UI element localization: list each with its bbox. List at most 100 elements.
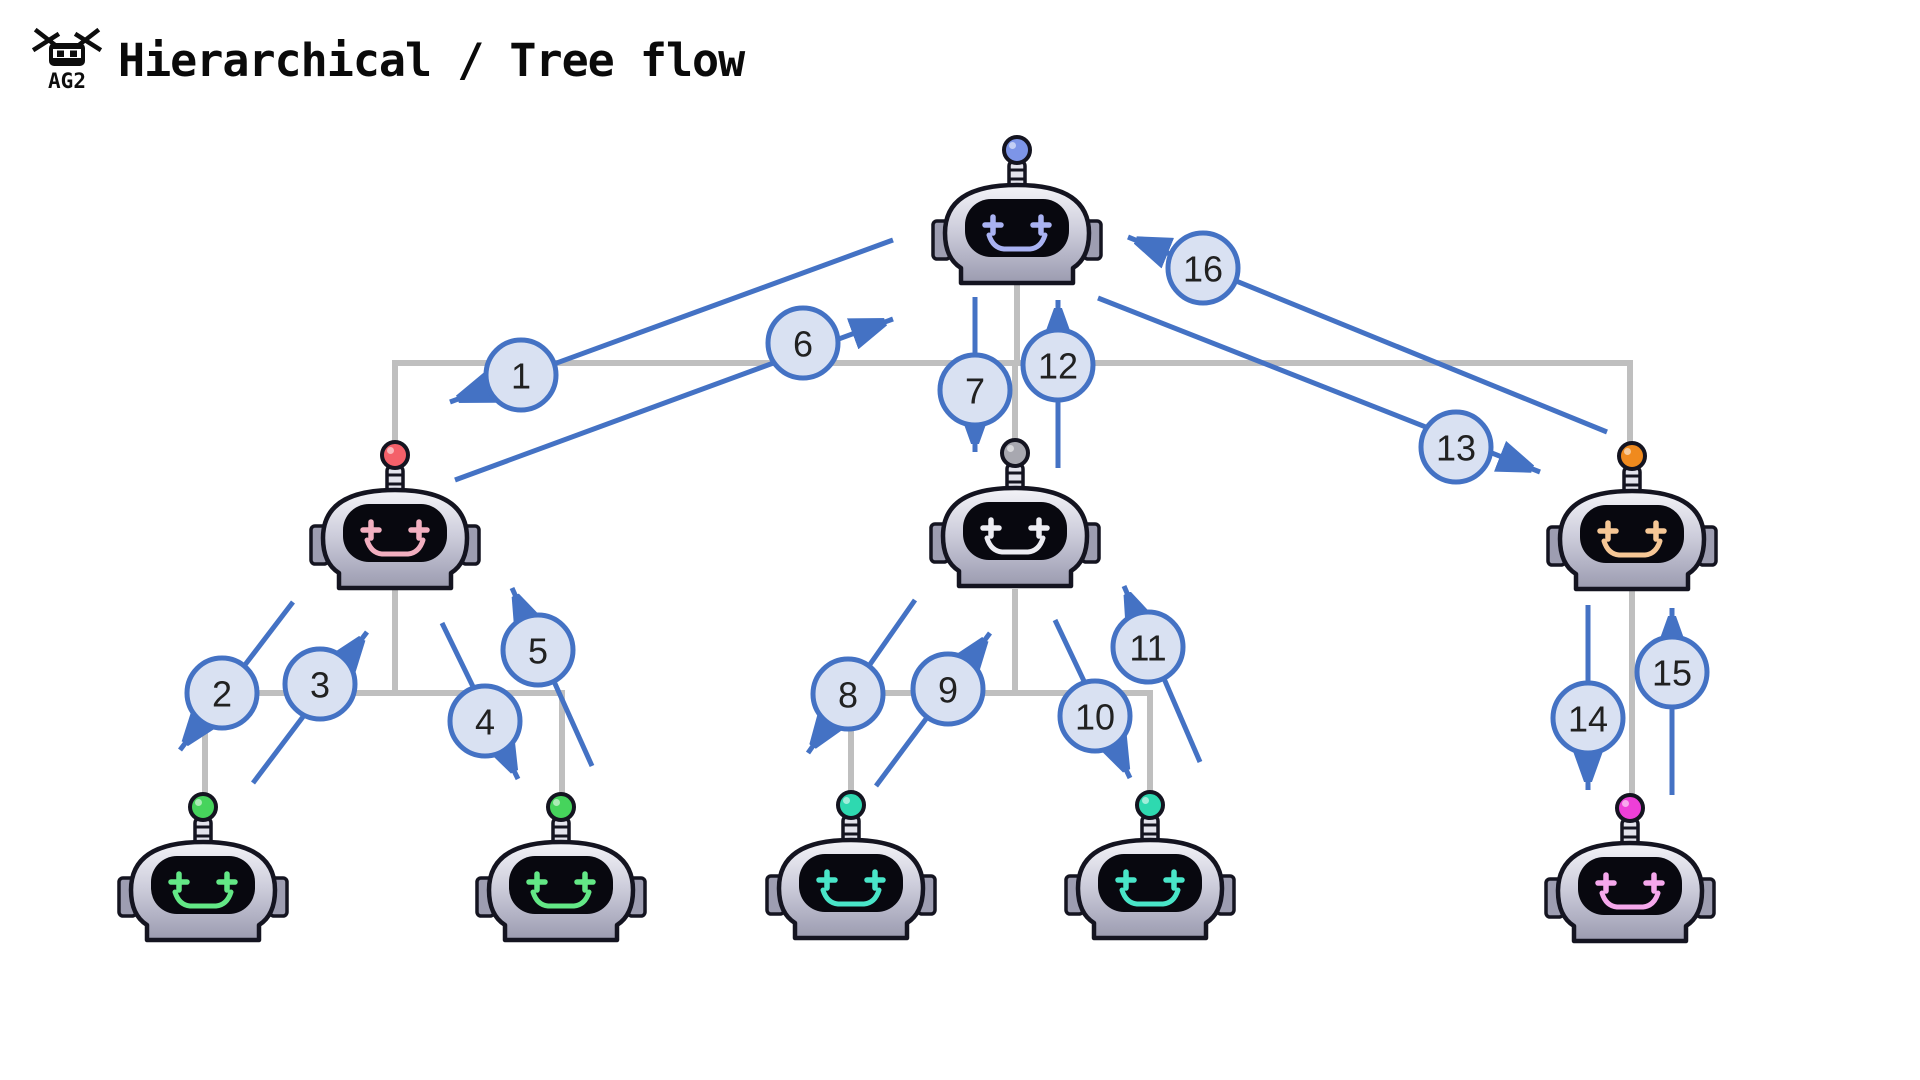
header: AG2 Hierarchical / Tree flow — [30, 26, 745, 94]
badge-circle — [810, 656, 886, 732]
badge-number: 1 — [511, 356, 531, 397]
badge-number: 11 — [1129, 628, 1166, 669]
smile — [530, 889, 592, 909]
antenna-ball — [188, 792, 218, 822]
flow-step-badge-15: 15 — [1634, 634, 1710, 710]
badge-number: 7 — [965, 371, 985, 412]
flow-step-badge-2: 2 — [184, 655, 260, 731]
flow-step-badge-5: 5 — [500, 612, 576, 688]
robot-manager-center — [929, 438, 1101, 589]
badge-number: 13 — [1436, 428, 1476, 469]
logo-eye-left — [57, 50, 64, 57]
flow-step-badge-12: 12 — [1020, 327, 1096, 403]
eye-left — [1595, 872, 1617, 894]
badge-circle — [184, 655, 260, 731]
logo-text: AG2 — [48, 69, 86, 93]
flow-step-badge-4: 4 — [447, 683, 523, 759]
eye-left — [816, 869, 838, 891]
flow-step-badge-10: 10 — [1057, 678, 1133, 754]
flow-step-badge-11: 11 — [1110, 609, 1186, 685]
robot-manager-right — [1546, 441, 1718, 592]
eye-left — [526, 871, 548, 893]
eye-right — [1030, 214, 1052, 236]
eye-left — [360, 519, 382, 541]
eye-right — [1645, 520, 1667, 542]
flow-step-badge-3: 3 — [282, 646, 358, 722]
eye-right — [1028, 517, 1050, 539]
antenna-ball — [1617, 441, 1647, 471]
badge-circle — [1418, 409, 1494, 485]
badge-circle — [1057, 678, 1133, 754]
smile — [986, 232, 1048, 252]
eye-left — [980, 517, 1002, 539]
antenna-ball — [1615, 793, 1645, 823]
eye-right — [408, 519, 430, 541]
badge-circle — [1165, 230, 1241, 306]
flow-step-badge-8: 8 — [810, 656, 886, 732]
flow-step-badge-1: 1 — [483, 337, 559, 413]
eye-left — [982, 214, 1004, 236]
eye-right — [864, 869, 886, 891]
antenna-ball — [380, 440, 410, 470]
badge-number: 6 — [793, 324, 813, 365]
robot-worker-1 — [117, 792, 289, 943]
antenna-ball — [836, 790, 866, 820]
badge-number: 8 — [838, 675, 858, 716]
logo-antenna-left-up — [31, 31, 61, 53]
smile — [1599, 890, 1661, 910]
robot-worker-5 — [1544, 793, 1716, 944]
smile — [1601, 538, 1663, 558]
antenna-ball — [1000, 438, 1030, 468]
badge-circle — [447, 683, 523, 759]
page-title: Hierarchical / Tree flow — [118, 33, 745, 87]
smile — [1119, 887, 1181, 907]
badge-circle — [1110, 609, 1186, 685]
robot-worker-4 — [1064, 790, 1236, 941]
badge-circle — [1550, 680, 1626, 756]
logo-antenna-right-up — [73, 31, 103, 53]
eye-left — [1115, 869, 1137, 891]
badge-number: 16 — [1183, 249, 1223, 290]
eye-right — [574, 871, 596, 893]
badge-circle — [765, 305, 841, 381]
robot-worker-3 — [765, 790, 937, 941]
badge-number: 4 — [475, 702, 495, 743]
antenna-ball — [1002, 135, 1032, 165]
smile — [984, 535, 1046, 555]
antenna-ball — [546, 792, 576, 822]
flow-step-badge-7: 7 — [937, 352, 1013, 428]
badge-circle — [483, 337, 559, 413]
eye-right — [1643, 872, 1665, 894]
badge-number: 5 — [528, 631, 548, 672]
eye-right — [216, 871, 238, 893]
eye-right — [1163, 869, 1185, 891]
flow-step-badge-9: 9 — [910, 651, 986, 727]
agents-layer — [117, 135, 1718, 944]
robot-manager-left — [309, 440, 481, 591]
robot-root — [931, 135, 1103, 286]
badge-number: 9 — [938, 670, 958, 711]
badge-circle — [937, 352, 1013, 428]
smile — [364, 537, 426, 557]
logo-eye-right — [70, 50, 77, 57]
badge-circle — [282, 646, 358, 722]
badge-circle — [1634, 634, 1710, 710]
badge-number: 2 — [212, 674, 232, 715]
badge-number: 12 — [1038, 346, 1078, 387]
badge-circle — [500, 612, 576, 688]
badge-number: 14 — [1568, 699, 1608, 740]
robot-worker-2 — [475, 792, 647, 943]
badge-number: 3 — [310, 665, 330, 706]
badge-number: 15 — [1652, 653, 1692, 694]
smile — [172, 889, 234, 909]
badge-circle — [910, 651, 986, 727]
antenna-ball — [1135, 790, 1165, 820]
logo-eye-band — [53, 49, 81, 58]
flow-step-badge-14: 14 — [1550, 680, 1626, 756]
ag2-logo: AG2 — [31, 27, 103, 93]
flow-step-badge-16: 16 — [1165, 230, 1241, 306]
flow-step-badge-13: 13 — [1418, 409, 1494, 485]
smile — [820, 887, 882, 907]
